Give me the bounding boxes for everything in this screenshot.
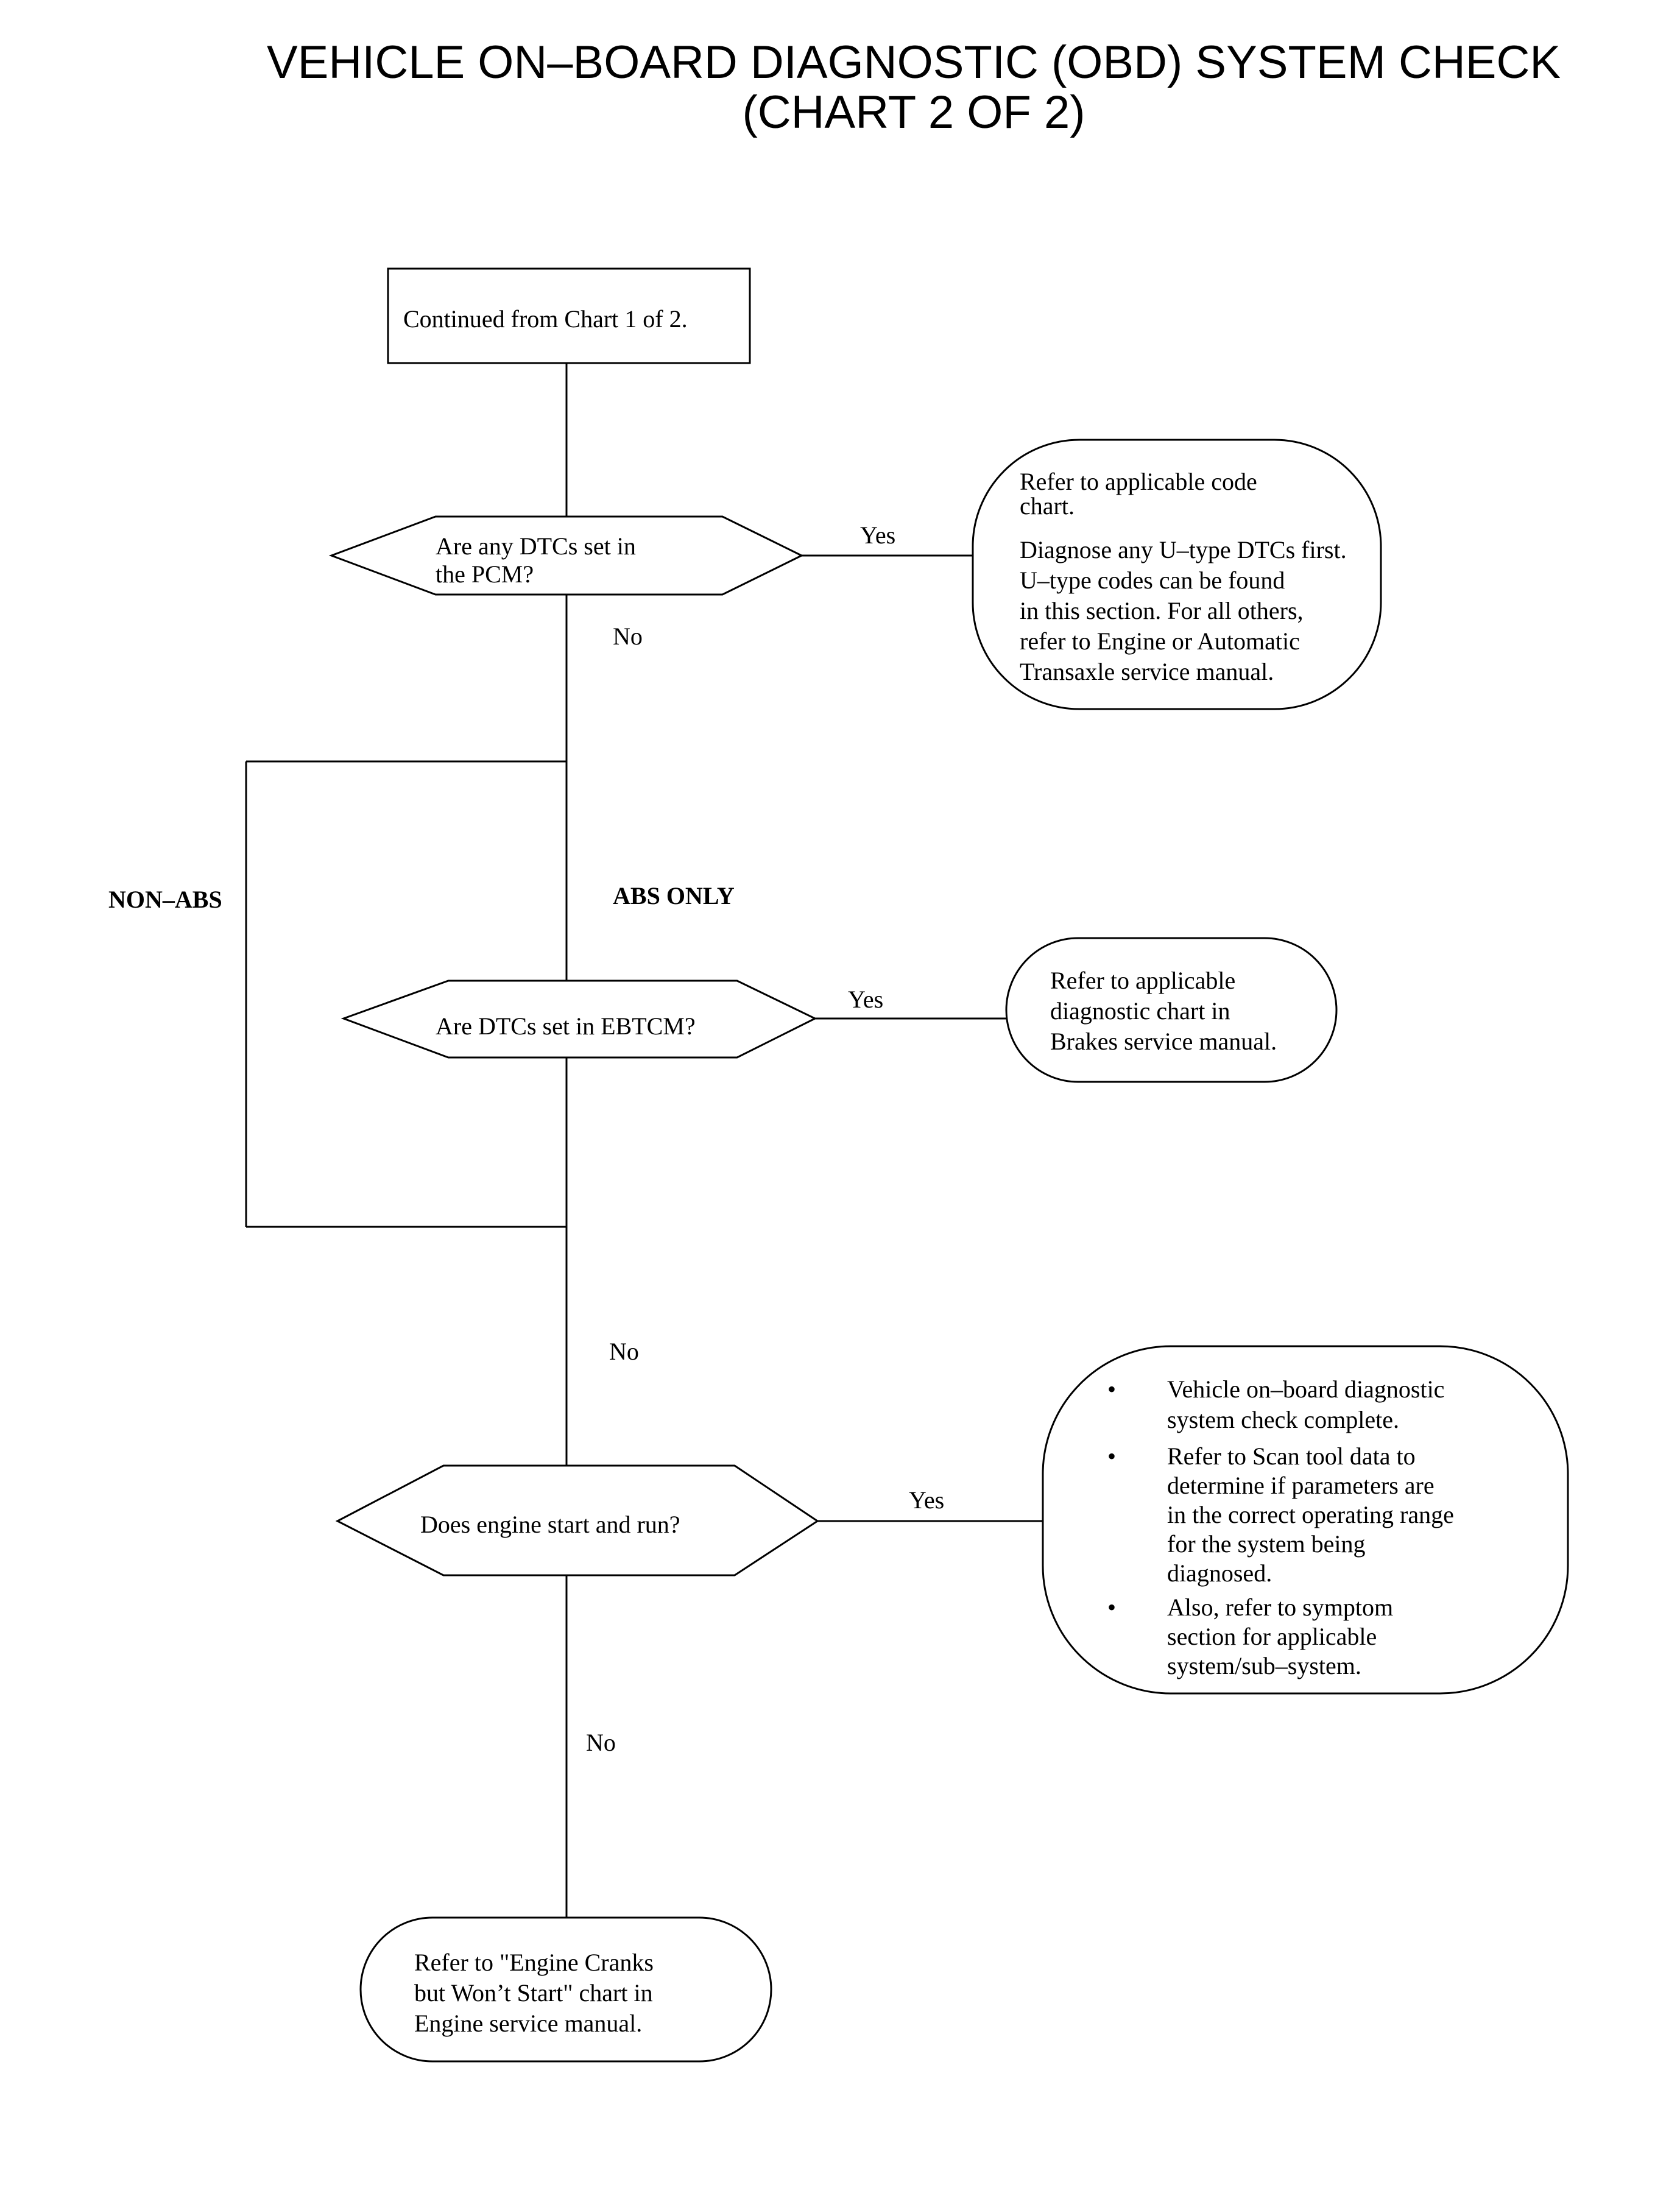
decision-ebtcm-text: Are DTCs set in EBTCM? bbox=[436, 1012, 696, 1040]
bullet: • bbox=[1107, 1442, 1116, 1470]
bullet-item-1: Vehicle on–board diagnostic system check… bbox=[1167, 1375, 1450, 1433]
result-code-chart-text: Refer to applicable code chart. Diagnose… bbox=[1020, 468, 1353, 685]
label-no-ebtcm: No bbox=[609, 1338, 639, 1365]
label-yes-pcm: Yes bbox=[860, 521, 895, 549]
bullet-item-3: Also, refer to symptom section for appli… bbox=[1167, 1594, 1399, 1679]
chart-title-line1: VEHICLE ON–BOARD DIAGNOSTIC (OBD) SYSTEM… bbox=[267, 37, 1561, 88]
label-yes-ebtcm: Yes bbox=[848, 986, 883, 1013]
result-code-chart bbox=[972, 439, 1382, 710]
label-no-pcm: No bbox=[613, 623, 643, 650]
bullet: • bbox=[1107, 1594, 1116, 1621]
label-non-abs: NON–ABS bbox=[108, 886, 222, 913]
label-yes-engine: Yes bbox=[909, 1486, 944, 1514]
decision-ebtcm bbox=[341, 980, 817, 1059]
start-box bbox=[387, 267, 751, 364]
decision-pcm-text: Are any DTCs set in the PCM? bbox=[436, 532, 642, 588]
label-abs-only: ABS ONLY bbox=[613, 882, 735, 909]
start-box-text: Continued from Chart 1 of 2. bbox=[403, 305, 688, 333]
chart-title-line2: (CHART 2 OF 2) bbox=[742, 86, 1085, 138]
result-brakes-text: Refer to applicable diagnostic chart in … bbox=[1050, 967, 1277, 1055]
result-brakes bbox=[1005, 937, 1338, 1083]
decision-engine-text: Does engine start and run? bbox=[420, 1511, 680, 1538]
decision-engine bbox=[335, 1464, 819, 1576]
label-no-engine: No bbox=[586, 1729, 616, 1756]
bullet-item-2: Refer to Scan tool data to determine if … bbox=[1167, 1442, 1460, 1587]
result-complete-text: • Vehicle on–board diagnostic system che… bbox=[1107, 1375, 1460, 1679]
bullet: • bbox=[1107, 1375, 1116, 1403]
decision-pcm bbox=[328, 515, 804, 596]
result-engine-cranks-text: Refer to "Engine Cranks but Won’t Start"… bbox=[414, 1949, 660, 2037]
result-complete bbox=[1042, 1345, 1569, 1695]
result-engine-cranks bbox=[359, 1916, 772, 2063]
connectors bbox=[245, 363, 1043, 1918]
